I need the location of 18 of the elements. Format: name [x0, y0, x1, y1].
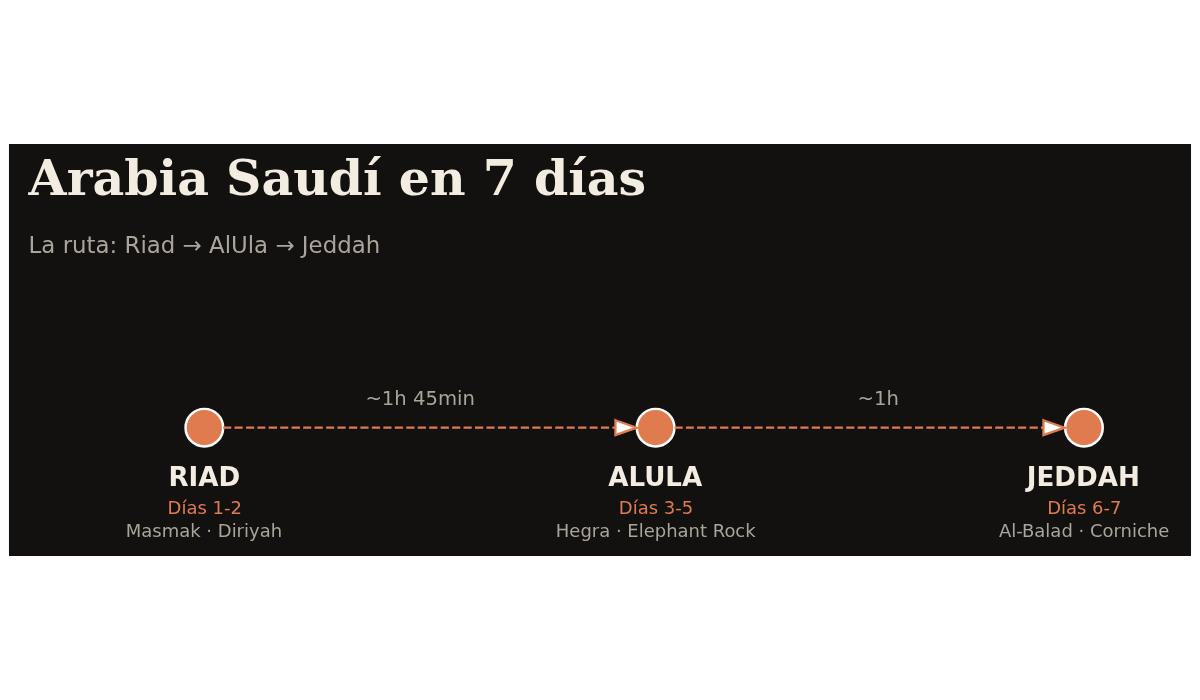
node-label: Al-Balad · Corniche [998, 519, 1170, 541]
node-label: JEDDAH [1026, 462, 1140, 493]
node-circle [1063, 407, 1104, 448]
node-circle [184, 407, 225, 448]
node-label: ALULA [608, 462, 703, 493]
node-circle [635, 407, 676, 448]
node-label: RIAD [168, 462, 241, 493]
node-label: Días 1-2 [167, 496, 242, 518]
node-label: Masmak · Diriyah [125, 519, 283, 541]
node-label: Hegra · Elephant Rock [555, 519, 756, 541]
diagram-title: Arabia Saudí en 7 días [28, 148, 647, 207]
label: La ruta: Riad → AlUla → Jeddah [28, 232, 381, 259]
arrow [674, 418, 1069, 437]
edge-label: ~1h 45min [365, 386, 475, 410]
edge-label: ~1h [857, 386, 899, 410]
node-label: Días 6-7 [1047, 496, 1122, 518]
arrow [223, 418, 641, 437]
node-label: Días 3-5 [618, 496, 694, 518]
